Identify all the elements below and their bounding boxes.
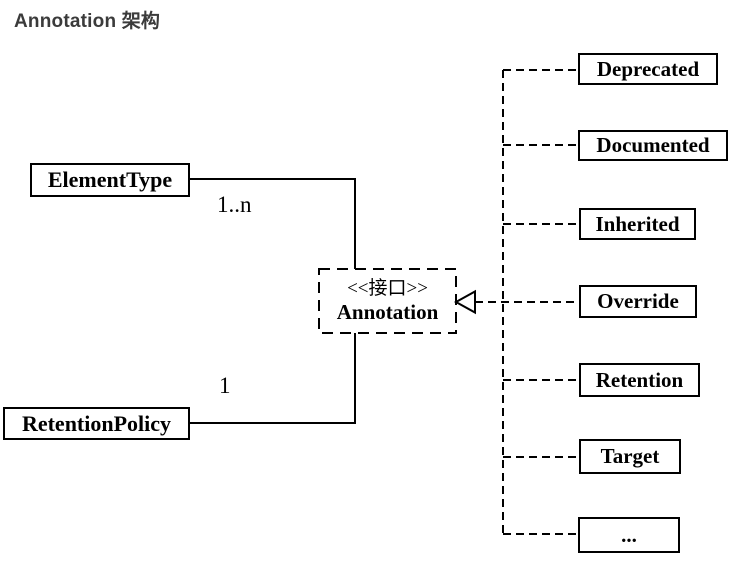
- class-box-retention: Retention: [579, 363, 700, 397]
- class-box-ellipsis: ...: [578, 517, 680, 553]
- class-box-elementtype: ElementType: [30, 163, 190, 197]
- interface-stereotype-label: <<接口>>: [347, 278, 428, 299]
- interface-box-border: [318, 268, 457, 334]
- retentionpolicy-association-line: [190, 332, 356, 424]
- page-title: Annotation 架构: [14, 11, 161, 32]
- class-box-retentionpolicy: RetentionPolicy: [3, 407, 190, 440]
- multiplicity-label-elementtype: 1..n: [217, 192, 252, 217]
- class-box-inherited: Inherited: [579, 208, 696, 240]
- class-box-override: Override: [579, 285, 697, 318]
- class-label-retentionpolicy: RetentionPolicy: [21, 410, 172, 436]
- class-label-documented: Documented: [596, 133, 710, 157]
- elementtype-association-line: [190, 178, 356, 270]
- class-label-retention: Retention: [595, 367, 684, 392]
- class-label-elementtype: ElementType: [47, 167, 173, 192]
- class-box-documented: Documented: [578, 130, 728, 161]
- realization-arrowhead-icon: [453, 289, 476, 315]
- class-box-target: Target: [579, 439, 681, 474]
- class-label-deprecated: Deprecated: [596, 56, 700, 81]
- class-box-deprecated: Deprecated: [578, 53, 718, 85]
- multiplicity-label-retentionpolicy: 1: [219, 373, 231, 398]
- class-label-inherited: Inherited: [595, 211, 680, 236]
- interface-box-annotation: <<接口>> Annotation: [318, 268, 457, 334]
- class-label-ellipsis: ...: [621, 522, 637, 547]
- interface-name-label: Annotation: [336, 299, 439, 324]
- class-label-target: Target: [600, 444, 660, 468]
- class-label-override: Override: [597, 289, 679, 313]
